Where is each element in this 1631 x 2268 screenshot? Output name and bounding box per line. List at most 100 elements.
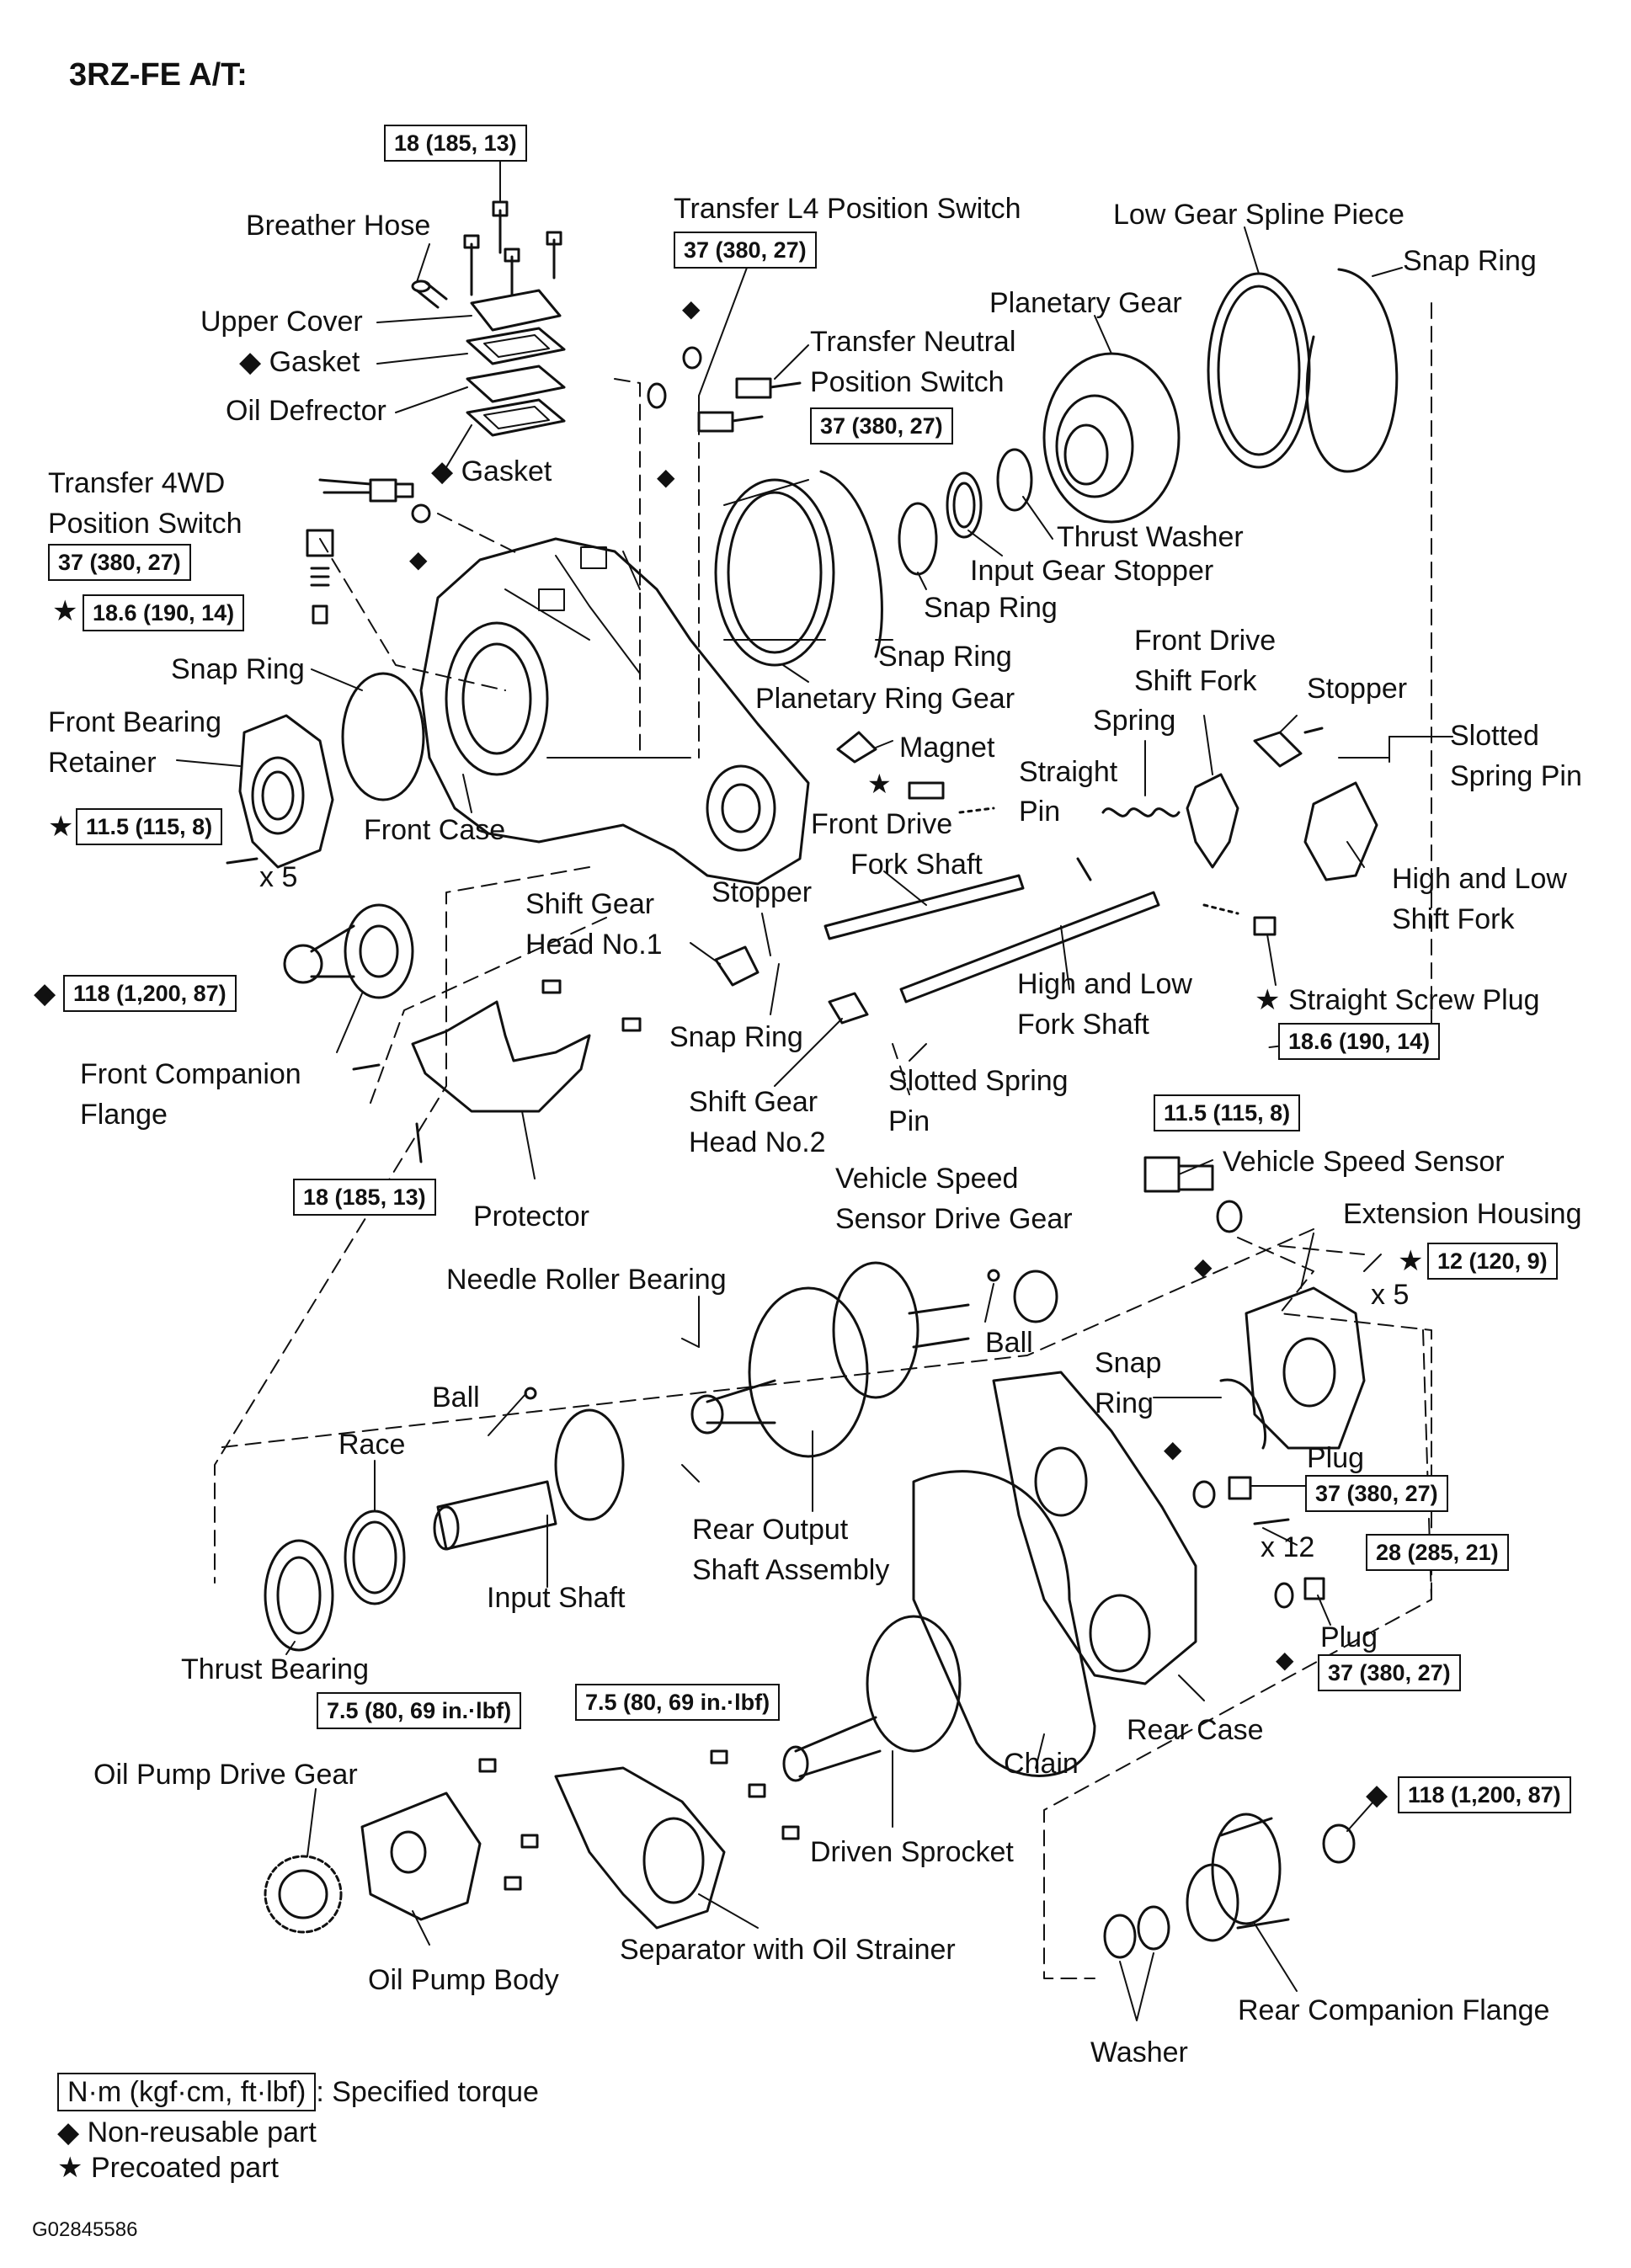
nonreusable-icon-vss: ◆ <box>1194 1253 1213 1280</box>
plug-left <box>306 529 334 625</box>
torque-extension: 12 (120, 9) <box>1427 1243 1558 1280</box>
label-gasket-lower-text: Gasket <box>461 455 552 487</box>
label-magnet: Magnet <box>899 732 995 764</box>
spring-and-pins <box>958 807 1277 936</box>
torque-oil-pump: 7.5 (80, 69 in.·lbf) <box>317 1692 522 1729</box>
label-needle-roller-bearing: Needle Roller Bearing <box>446 1264 727 1296</box>
nonreusable-icon-4wd: ◆ <box>409 546 428 573</box>
label-rear-case: Rear Case <box>1127 1714 1264 1746</box>
label-separator: Separator with Oil Strainer <box>620 1934 956 1966</box>
label-oil-pump-body: Oil Pump Body <box>368 1964 559 1996</box>
label-gasket-upper: ◆ Gasket <box>239 345 360 379</box>
torque-upper-cover: 18 (185, 13) <box>384 125 527 162</box>
label-input-shaft: Input Shaft <box>487 1582 626 1614</box>
label-thrust-washer: Thrust Washer <box>1057 521 1244 553</box>
label-ball-left: Ball <box>432 1382 480 1414</box>
label-straight-screw-plug-text: Straight Screw Plug <box>1287 984 1540 1016</box>
transfer-4wd-switch <box>318 478 431 524</box>
label-snap-ring-right-1: Snap <box>1095 1347 1162 1379</box>
nonreusable-icon: ◆ <box>57 2116 80 2149</box>
label-stopper-right: Stopper <box>1307 673 1408 705</box>
precoated-icon: ★ <box>1398 1244 1424 1278</box>
label-protector: Protector <box>473 1201 589 1232</box>
label-snap-ring-mid2: Snap Ring <box>878 641 1012 673</box>
precoated-icon: ★ <box>48 810 74 844</box>
upper-cover-group <box>411 200 566 437</box>
label-transfer-neutral-2: Position Switch <box>810 366 1005 398</box>
label-front-drive-fork-shaft-1: Front Drive <box>811 808 953 840</box>
label-ball-mid: Ball <box>985 1327 1033 1359</box>
label-front-companion-flange-1: Front Companion <box>80 1058 301 1090</box>
driven-sprocket <box>782 1615 962 1782</box>
label-chain: Chain <box>1004 1748 1079 1780</box>
snap-ring-left <box>341 672 425 801</box>
high-low-shift-fork <box>1303 781 1378 881</box>
low-gear-spline-piece <box>1207 272 1311 469</box>
legend-torque-unit: N·m (kgf·cm, ft·lbf) <box>57 2073 317 2111</box>
chain <box>912 1470 1096 1777</box>
label-front-companion-flange-2: Flange <box>80 1099 168 1131</box>
planetary-ring-gear <box>714 478 835 667</box>
washers <box>1103 1905 1170 1959</box>
thrust-bearing <box>264 1539 334 1652</box>
nonreusable-icon-l4: ◆ <box>682 295 701 322</box>
front-drive-fork-shaft <box>823 874 1025 940</box>
torque-protector: 18 (185, 13) <box>293 1179 436 1216</box>
label-front-drive-shift-fork-1: Front Drive <box>1134 625 1277 657</box>
oil-pump-body <box>360 1758 539 1921</box>
precoated-icon: ★ <box>1255 983 1281 1017</box>
label-snap-ring-mid1: Snap Ring <box>924 592 1058 624</box>
torque-separator: 7.5 (80, 69 in.·lbf) <box>575 1684 781 1721</box>
nonreusable-icon-l4-b: ◆ <box>657 463 675 491</box>
nonreusable-icon-plug-upper: ◆ <box>1164 1435 1182 1463</box>
snap-ring-top <box>1305 268 1399 473</box>
race <box>344 1509 406 1605</box>
label-gasket-lower: ◆ Gasket <box>431 455 552 488</box>
torque-rear-flange: 118 (1,200, 87) <box>1398 1776 1571 1813</box>
front-bearing-retainer <box>226 714 334 869</box>
legend-nonreusable: ◆ Non-reusable part <box>57 2115 317 2150</box>
label-vss-drive-gear-1: Vehicle Speed <box>835 1163 1019 1195</box>
label-straight-pin-2: Pin <box>1019 796 1061 828</box>
diagram-title: 3RZ-FE A/T: <box>69 57 248 93</box>
label-washer: Washer <box>1090 2036 1188 2068</box>
torque-retainer: 11.5 (115, 8) <box>76 808 223 845</box>
label-breather-hose: Breather Hose <box>246 210 431 242</box>
label-slotted-spring-pin-r2: Spring Pin <box>1450 760 1582 792</box>
label-transfer-4wd-2: Position Switch <box>48 508 243 540</box>
front-drive-shift-fork <box>1186 773 1239 869</box>
label-transfer-4wd-1: Transfer 4WD <box>48 467 226 499</box>
label-shift-gear-head-1-2: Head No.1 <box>525 929 663 961</box>
label-race: Race <box>338 1429 406 1461</box>
label-x5-right: x 5 <box>1371 1279 1410 1311</box>
legend-nonreusable-text: Non-reusable part <box>87 2116 317 2148</box>
label-transfer-neutral-1: Transfer Neutral <box>810 326 1016 358</box>
protector <box>352 979 642 1163</box>
extension-housing <box>1245 1286 1366 1450</box>
label-high-low-shift-fork-1: High and Low <box>1392 863 1567 895</box>
front-case <box>419 537 810 886</box>
label-snap-ring-right-2: Ring <box>1095 1387 1154 1419</box>
transfer-l4-switch <box>647 346 802 433</box>
torque-rear-case: 28 (285, 21) <box>1366 1534 1509 1571</box>
label-snap-ring-fork: Snap Ring <box>669 1021 803 1053</box>
torque-plug-upper: 37 (380, 27) <box>1305 1475 1448 1512</box>
label-gasket-upper-text: Gasket <box>269 346 360 378</box>
label-shift-gear-head-2-1: Shift Gear <box>689 1086 818 1118</box>
label-front-drive-fork-shaft-2: Fork Shaft <box>850 849 983 881</box>
label-straight-pin-1: Straight <box>1019 756 1118 788</box>
precoated-icon: ★ <box>57 2151 83 2185</box>
precoated-icon: ★ <box>52 594 78 628</box>
label-oil-pump-drive-gear: Oil Pump Drive Gear <box>93 1759 358 1791</box>
gasket-upper-inner <box>483 334 550 358</box>
input-shaft <box>433 1387 625 1551</box>
front-companion-flange <box>283 903 414 999</box>
precoated-icon-magnet: ★ <box>867 768 892 800</box>
leader-lines <box>176 155 1453 2021</box>
label-slotted-spring-pin-m1: Slotted Spring <box>888 1065 1069 1097</box>
torque-l4-switch: 37 (380, 27) <box>674 232 817 269</box>
separator-with-oil-strainer <box>554 1749 800 1930</box>
label-front-flange-torque: ◆ <box>34 977 56 1010</box>
nonreusable-icon: ◆ <box>1366 1778 1388 1812</box>
label-vehicle-speed-sensor: Vehicle Speed Sensor <box>1223 1146 1505 1178</box>
